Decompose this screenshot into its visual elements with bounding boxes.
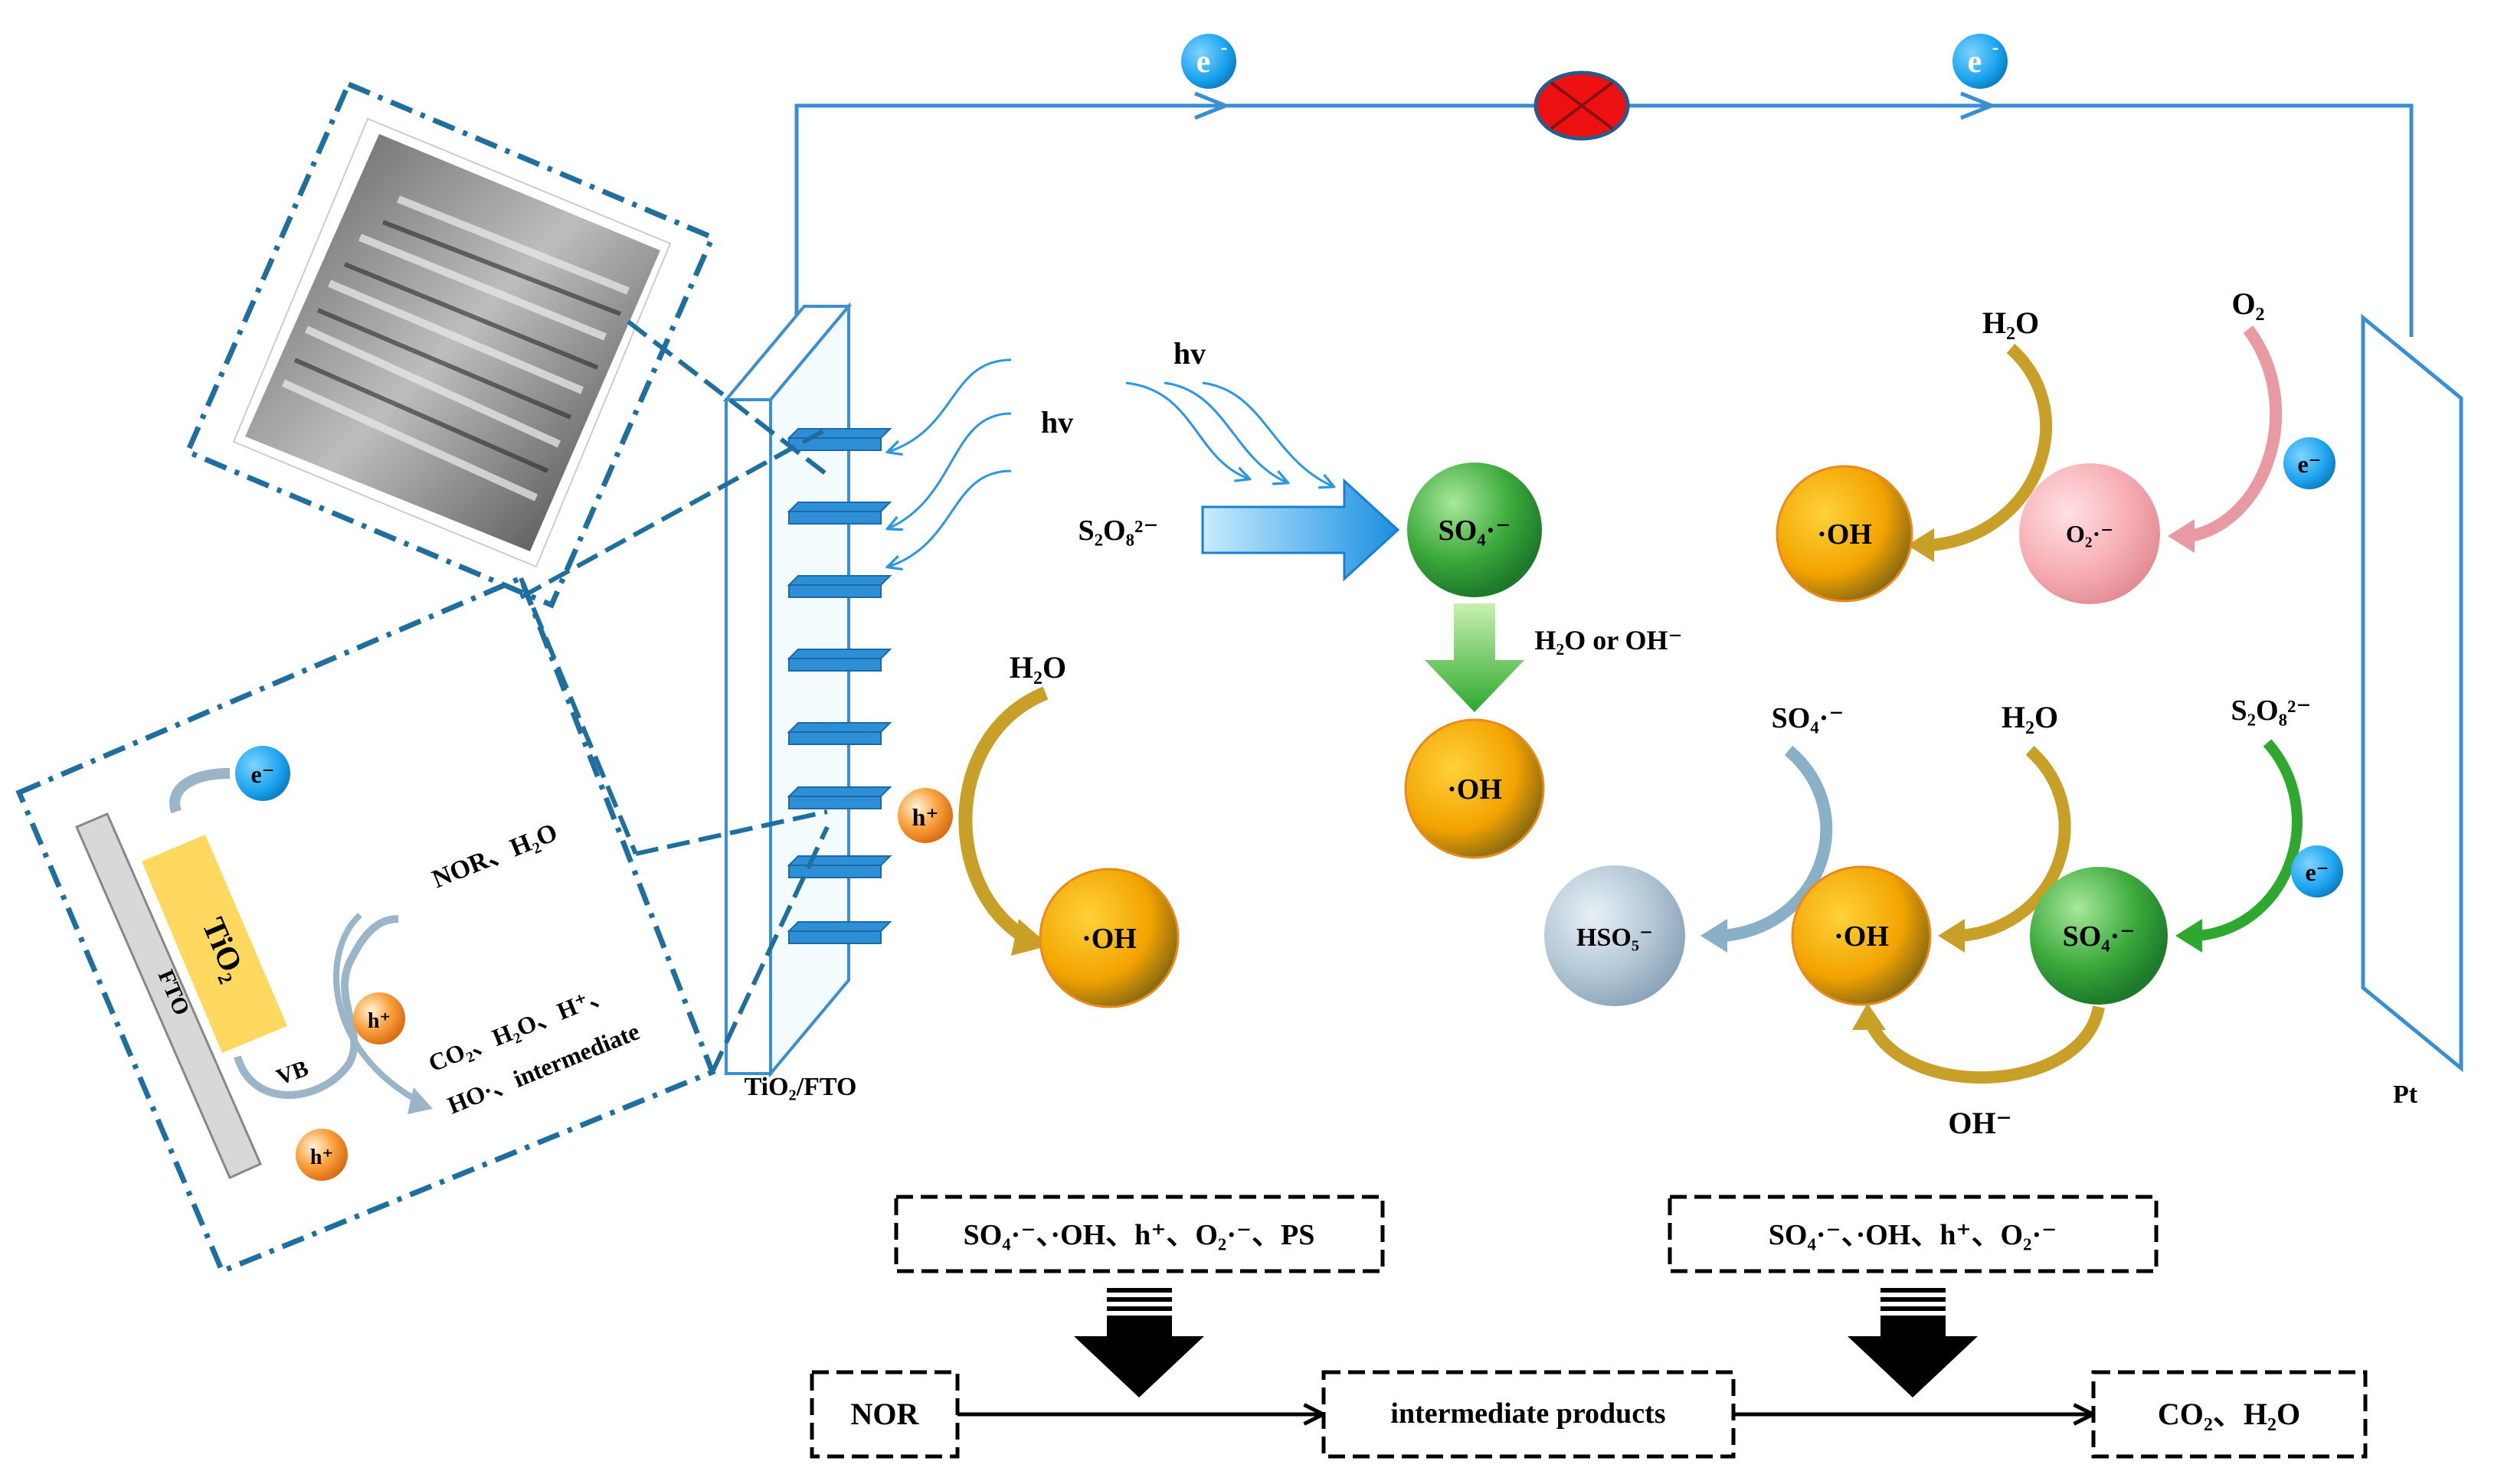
svg-text:h⁺: h⁺ (368, 1009, 391, 1033)
svg-text:SO₄·⁻: SO₄·⁻ (2063, 920, 2136, 953)
svg-text:h⁺: h⁺ (310, 1146, 333, 1169)
circuit-wire (794, 103, 2414, 337)
hydroxyl-radical-hole: ·OH (1039, 868, 1180, 1008)
water-to-oh-arrow (958, 686, 1049, 944)
vb-label: VB (273, 1055, 312, 1090)
oh-cycle-arrow (1863, 1005, 2105, 1084)
hv-label-right: hv (1173, 336, 1206, 371)
zoom-lines (519, 319, 829, 600)
hydroxyl-radical-cathode-bottom: ·OH (1791, 865, 1932, 1006)
hole-badge-inset-upper: h⁺ (353, 992, 405, 1044)
svg-text:e⁻: e⁻ (2305, 858, 2329, 886)
electron-inject-arrow (169, 768, 231, 814)
hydroxide-label: OH⁻ (1948, 1106, 2011, 1140)
tio2-fto-electrode: TiO₂/FTO (722, 302, 892, 1101)
hydroxyl-radical-cathode-top: ·OH (1776, 465, 1913, 603)
sem-image-frame (184, 80, 716, 609)
water-or-oh-label: H₂O or OH⁻ (1534, 625, 1682, 655)
conversion-arrow-down (1425, 603, 1524, 712)
persulfate-label-cathode: S₂O₈²⁻ (2231, 695, 2312, 727)
pathway-end-box (2091, 1370, 2368, 1459)
electron-label: e (1196, 44, 1211, 80)
tio2-fto-label: TiO₂/FTO (745, 1073, 857, 1101)
pt-electrode: Pt (2361, 313, 2463, 1109)
activation-arrow (1201, 478, 1400, 582)
svg-text:O₂·⁻: O₂·⁻ (2066, 520, 2113, 548)
down-arrow-right (1848, 1288, 1978, 1397)
light-rays-right (1125, 381, 1333, 486)
water-label-cathode-top: H₂O (1982, 306, 2039, 340)
water-label-hole: H₂O (1010, 650, 1066, 685)
sulfate-label-cathode: SO₄·⁻ (1772, 702, 1844, 734)
svg-text:h⁺: h⁺ (912, 803, 939, 831)
svg-text:-: - (1992, 36, 1999, 58)
svg-text:HSO₅⁻: HSO₅⁻ (1576, 923, 1653, 952)
species-box-left (894, 1195, 1385, 1273)
light-rays-left (889, 358, 1012, 567)
sulfate-radical-center: SO₄·⁻ (1407, 463, 1542, 597)
svg-text:e⁻: e⁻ (2297, 450, 2321, 478)
electron-badge-persulfate: e⁻ (2291, 845, 2343, 897)
load-bulb (1533, 70, 1630, 141)
svg-text:·OH: ·OH (1817, 518, 1872, 551)
hole-badge-inset-lower: h⁺ (296, 1129, 348, 1181)
down-arrow-left (1074, 1288, 1204, 1397)
oxygen-label: O₂ (2231, 286, 2264, 321)
degradation-pathway: SO₄·⁻、·OH、h⁺、O₂·⁻、PS SO₄·⁻、·OH、h⁺、O₂·⁻ N… (810, 1195, 2368, 1459)
water-arrow-cathode-bottom (1960, 746, 2071, 942)
sulfate-radical-cathode: SO₄·⁻ (2030, 867, 2168, 1005)
superoxide-radical: O₂·⁻ (2019, 463, 2160, 604)
pt-label: Pt (2393, 1080, 2418, 1109)
oxygen-arrow (2189, 325, 2283, 542)
oxidation-arrow (333, 913, 423, 1106)
pathway-start-text: NOR (851, 1397, 920, 1431)
hydroxyl-radical-center: ·OH (1404, 718, 1545, 859)
hole-badge-electrode: h⁺ (898, 788, 953, 843)
hso5-species: HSO₅⁻ (1544, 865, 1685, 1006)
svg-text:·OH: ·OH (1834, 920, 1889, 953)
wire-arrow-right (1960, 91, 1997, 120)
mechanism-inset: FTO TiO₂ e⁻ VB h⁺ h⁺ NOR、H₂O CO₂、H₂O、H⁺、… (15, 574, 830, 1275)
svg-text:·OH: ·OH (1082, 923, 1137, 955)
electron-badge-right: e - (1952, 34, 2008, 89)
persulfate-arrow-cathode (2198, 739, 2303, 941)
species-box-right (1668, 1195, 2159, 1273)
species-text-right: SO₄·⁻、·OH、h⁺、O₂·⁻ (1769, 1219, 2057, 1251)
electron-badge-inset: e⁻ (235, 746, 290, 801)
sem-image (232, 117, 672, 568)
pathway-end-text: CO₂、H₂O (2158, 1397, 2300, 1431)
persulfate-label: S₂O₈²⁻ (1079, 515, 1159, 547)
svg-text:SO₄·⁻: SO₄·⁻ (1439, 515, 1511, 547)
svg-text:e⁻: e⁻ (250, 760, 274, 788)
inset-reactant-text: NOR、H₂O (428, 818, 561, 894)
hv-label-left: hv (1041, 405, 1073, 440)
water-label-cathode-bottom: H₂O (2002, 700, 2058, 734)
sulfate-to-hso5-arrow (1723, 745, 1833, 942)
pathway-middle-text: intermediate products (1390, 1397, 1665, 1430)
species-text-left: SO₄·⁻、·OH、h⁺、O₂·⁻、PS (964, 1219, 1315, 1251)
electron-label: e (1968, 44, 1982, 80)
water-arrow-cathode-top (1930, 344, 2053, 551)
svg-text:·OH: ·OH (1447, 773, 1502, 806)
electron-badge-left: e - (1181, 34, 1236, 89)
svg-text:-: - (1221, 36, 1228, 58)
wire-arrow-left (1194, 91, 1231, 120)
electron-badge-o2: e⁻ (2283, 437, 2335, 489)
tio2-layer: TiO₂ (142, 835, 287, 1053)
external-circuit: e - e - (794, 34, 2414, 337)
